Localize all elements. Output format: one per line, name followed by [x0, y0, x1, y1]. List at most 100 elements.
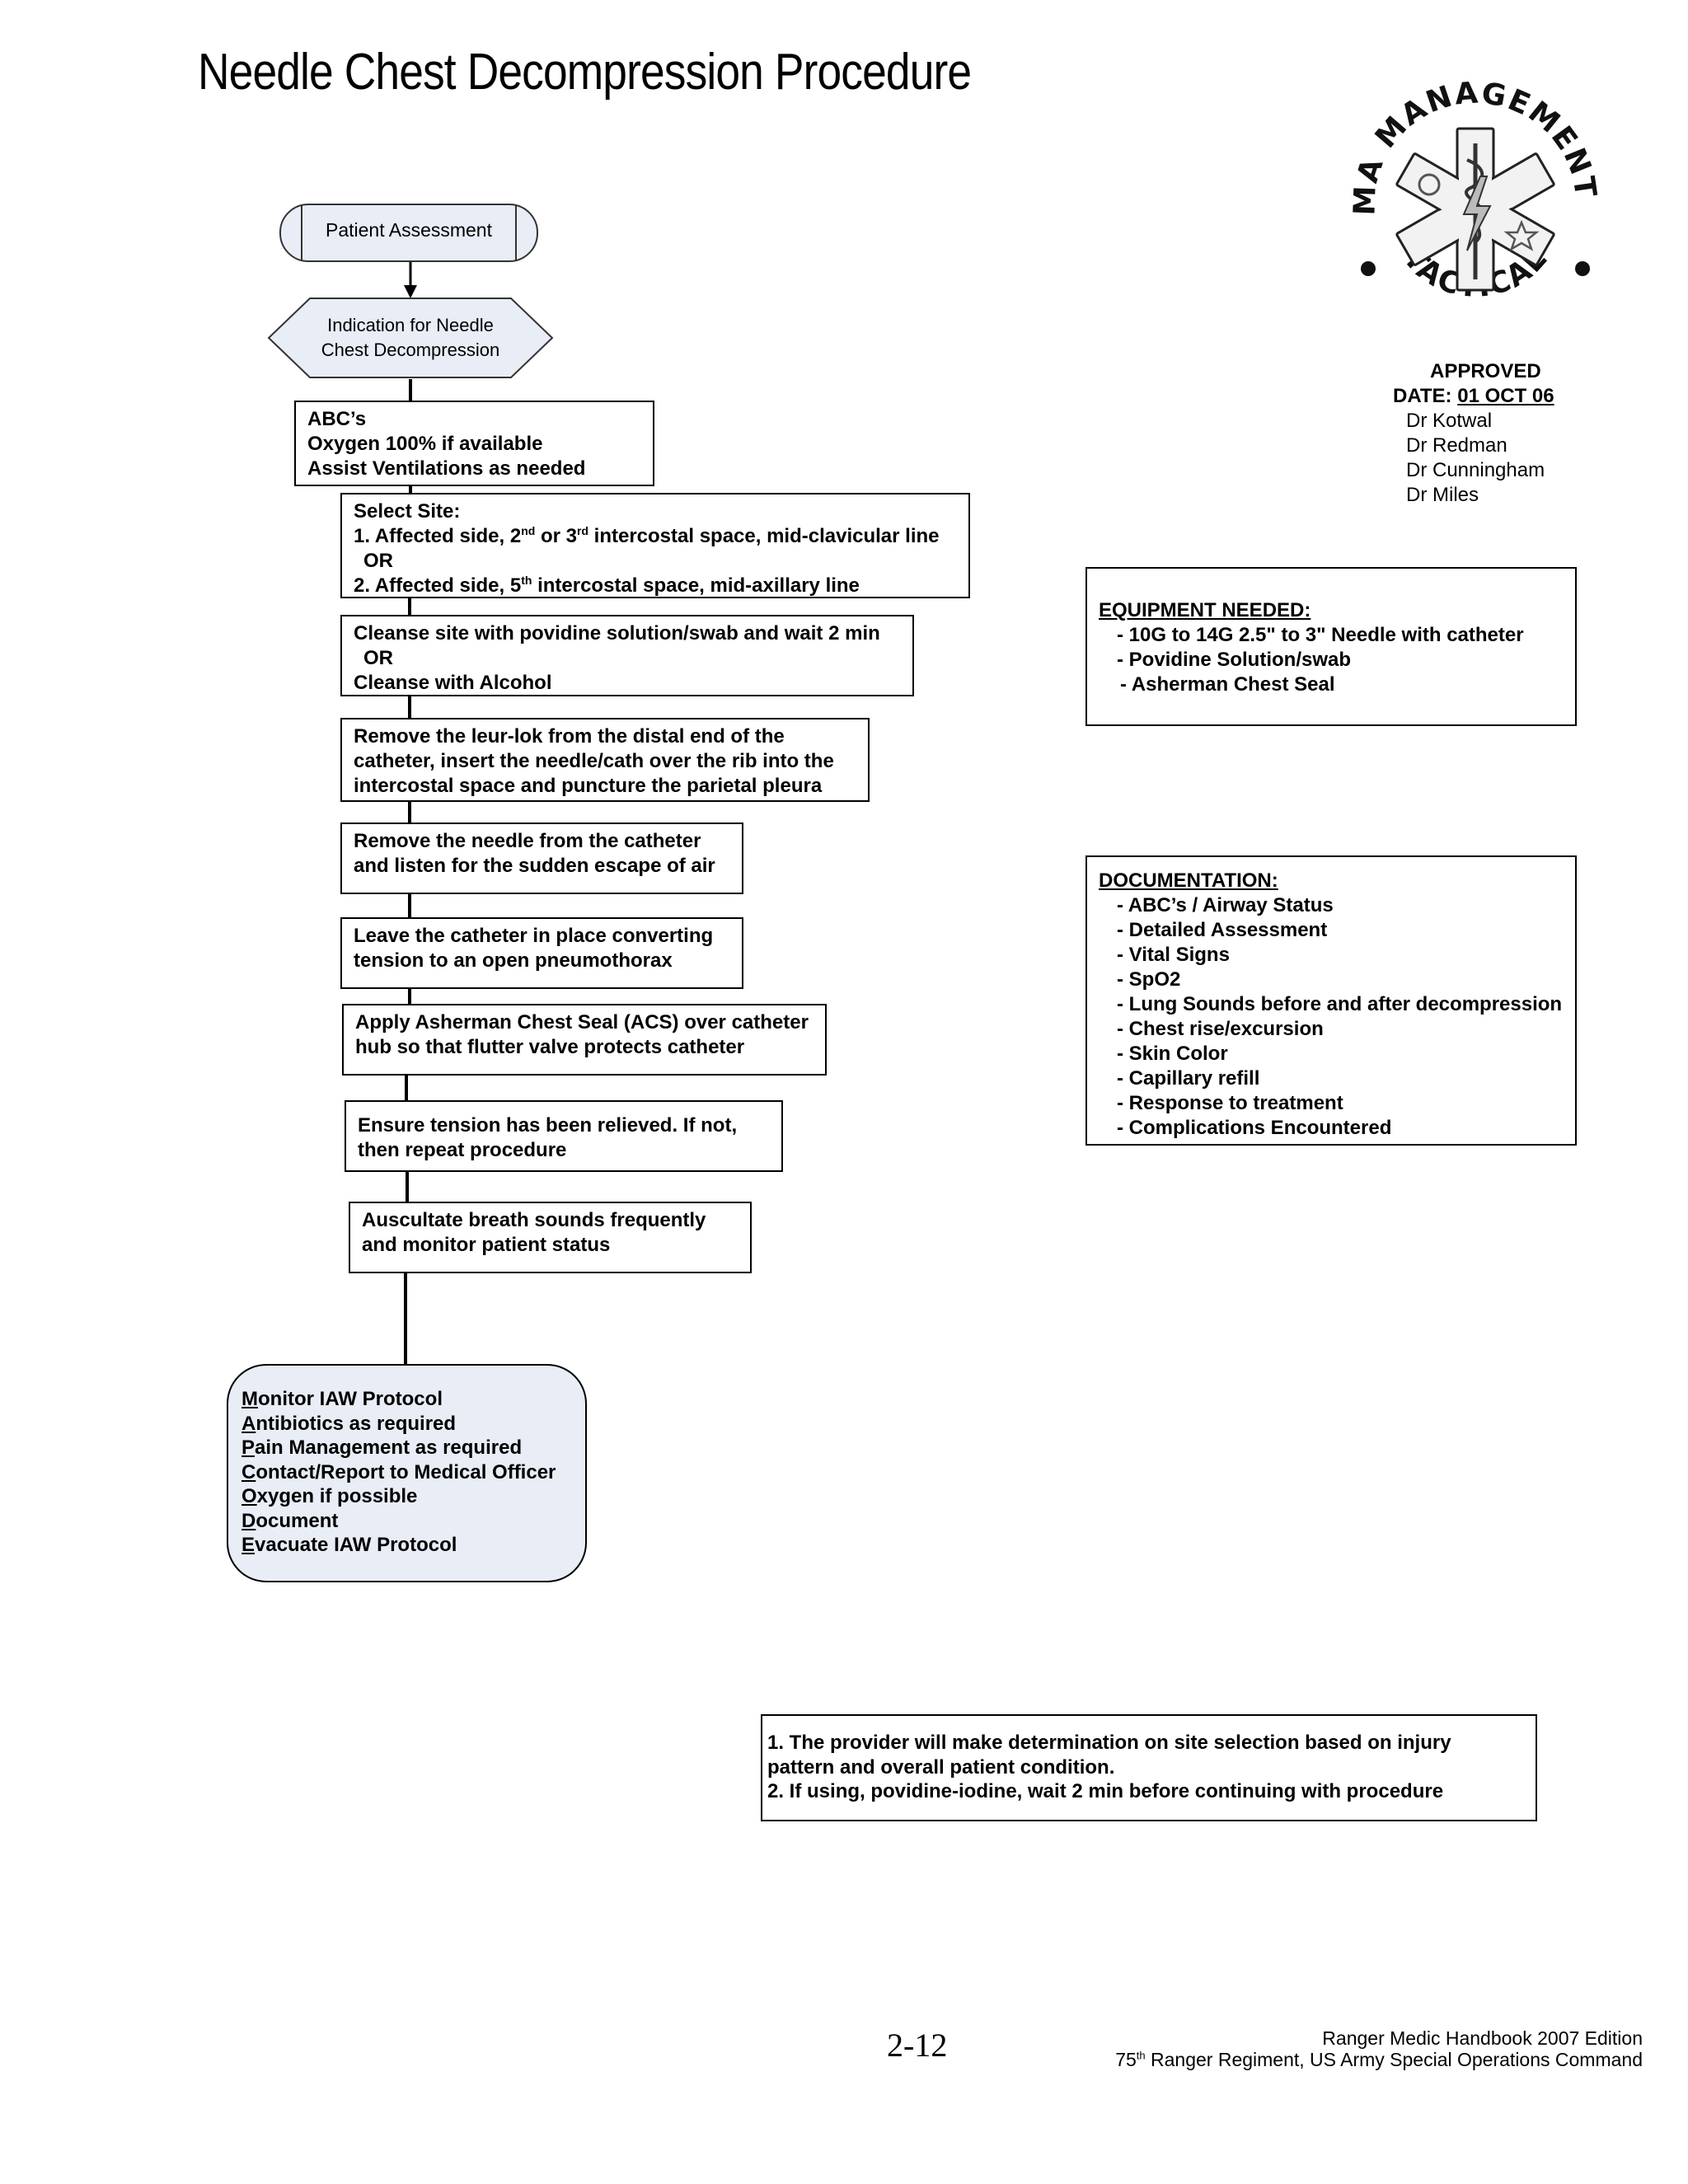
select-site-box: Select Site: 1. Affected side, 2nd or 3r…: [340, 493, 970, 598]
mnemonic-initial: D: [241, 1509, 256, 1532]
box-line: Auscultate breath sounds frequently: [362, 1209, 706, 1231]
mnemonic-rest: ntibiotics as required: [256, 1412, 457, 1435]
mnemonic-initial: C: [241, 1460, 256, 1483]
box-line: and monitor patient status: [362, 1234, 611, 1256]
mnemonic-line: Antibiotics as required: [241, 1412, 572, 1436]
notes-box: 1. The provider will make determination …: [761, 1714, 1537, 1821]
trauma-management-team-logo: TRAUMA MANAGEMENT TEAM TACTICAL: [1343, 59, 1601, 304]
date-label: DATE:: [1393, 385, 1452, 407]
box-line: OR: [363, 550, 393, 572]
superscript: th: [1136, 2049, 1146, 2062]
mnemonic-line: Evacuate IAW Protocol: [241, 1533, 572, 1558]
documentation-panel: DOCUMENTATION: - ABC’s / Airway Status -…: [1085, 855, 1577, 1146]
superscript: th: [521, 574, 532, 587]
start-label: Patient Assessment: [326, 219, 492, 241]
mnemonic-rest: ontact/Report to Medical Officer: [256, 1460, 556, 1483]
start-terminator: [279, 204, 538, 262]
box-line: Assist Ventilations as needed: [307, 457, 586, 480]
approved-label: APPROVED: [1430, 360, 1541, 382]
documentation-item: - Chest rise/excursion: [1117, 1018, 1324, 1040]
documentation-item: - ABC’s / Airway Status: [1117, 894, 1334, 916]
text-part: Ranger Regiment, US Army Special Operati…: [1145, 2049, 1643, 2070]
box-line: Ensure tension has been relieved. If not…: [358, 1114, 738, 1137]
mnemonic-line: Oxygen if possible: [241, 1484, 572, 1509]
logo-dot-right: [1575, 261, 1590, 276]
box-line: Apply Asherman Chest Seal (ACS) over cat…: [355, 1011, 809, 1033]
approval-date: DATE: 01 OCT 06: [1393, 384, 1554, 409]
documentation-item: - Capillary refill: [1117, 1067, 1260, 1090]
decision-hexagon: [267, 298, 554, 378]
equipment-panel: EQUIPMENT NEEDED: - 10G to 14G 2.5" to 3…: [1085, 567, 1577, 726]
decision-line: Chest Decompression: [321, 340, 500, 360]
box-line: Cleanse site with povidine solution/swab…: [354, 622, 880, 644]
auscultate-box: Auscultate breath sounds frequently and …: [349, 1202, 752, 1273]
documentation-item: - Response to treatment: [1117, 1092, 1343, 1114]
box-line: Select Site:: [354, 500, 461, 523]
mnemonic-rest: xygen if possible: [256, 1485, 418, 1507]
box-line: and listen for the sudden escape of air: [354, 855, 715, 877]
documentation-item: - Vital Signs: [1117, 944, 1230, 966]
remove-needle-box: Remove the needle from the catheter and …: [340, 823, 743, 894]
equipment-item: - 10G to 14G 2.5" to 3" Needle with cath…: [1117, 624, 1524, 646]
box-line: tension to an open pneumothorax: [354, 949, 673, 972]
mapcode-mnemonic-box: Monitor IAW Protocol Antibiotics as requ…: [227, 1364, 587, 1582]
box-line: Oxygen 100% if available: [307, 433, 543, 455]
note-line: 2. If using, povidine-iodine, wait 2 min…: [767, 1780, 1444, 1802]
equipment-header: EQUIPMENT NEEDED:: [1099, 599, 1311, 621]
box-line: Remove the needle from the catheter: [354, 830, 701, 852]
box-line: ABC’s: [307, 408, 367, 430]
documentation-item: - SpO2: [1117, 968, 1181, 991]
note-line: 1. The provider will make determination …: [767, 1732, 1451, 1754]
mnemonic-rest: onitor IAW Protocol: [258, 1388, 443, 1410]
mnemonic-line: Document: [241, 1509, 572, 1534]
leur-lok-box: Remove the leur-lok from the distal end …: [340, 718, 870, 802]
box-line: Cleanse with Alcohol: [354, 672, 552, 694]
leave-catheter-box: Leave the catheter in place converting t…: [340, 917, 743, 989]
doctor-name: Dr Redman: [1406, 434, 1507, 457]
box-line: hub so that flutter valve protects cathe…: [355, 1036, 745, 1058]
documentation-item: - Lung Sounds before and after decompres…: [1117, 993, 1563, 1015]
superscript: rd: [576, 524, 588, 537]
star-of-life-icon: [1395, 127, 1555, 292]
page-number: 2-12: [887, 2027, 948, 2064]
logo-dot-left: [1361, 261, 1376, 276]
mnemonic-initial: M: [241, 1388, 258, 1410]
cleanse-box: Cleanse site with povidine solution/swab…: [340, 615, 914, 696]
equipment-item: - Povidine Solution/swab: [1117, 649, 1352, 671]
documentation-item: - Skin Color: [1117, 1043, 1228, 1065]
doctor-name: Dr Kotwal: [1406, 410, 1493, 432]
doctor-name: Dr Miles: [1406, 484, 1479, 506]
page-title: Needle Chest Decompression Procedure: [198, 44, 972, 101]
mnemonic-rest: ocument: [256, 1509, 339, 1532]
decision-label: Indication for Needle Chest Decompressio…: [280, 313, 541, 363]
text-part: 1. Affected side, 2: [354, 525, 522, 547]
documentation-item: - Detailed Assessment: [1117, 919, 1328, 941]
mnemonic-initial: O: [241, 1485, 257, 1507]
mnemonic-line: Contact/Report to Medical Officer: [241, 1460, 572, 1485]
box-line: then repeat procedure: [358, 1139, 567, 1161]
text-part: intercostal space, mid-axillary line: [532, 574, 860, 597]
box-line: Leave the catheter in place converting: [354, 925, 714, 947]
box-line: Remove the leur-lok from the distal end …: [354, 725, 785, 748]
superscript: nd: [521, 524, 536, 537]
footer-line: 75th Ranger Regiment, US Army Special Op…: [1115, 2049, 1643, 2070]
text-part: intercostal space, mid-clavicular line: [588, 525, 940, 547]
mnemonic-initial: P: [241, 1436, 256, 1459]
footer-citation: Ranger Medic Handbook 2007 Edition 75th …: [1115, 2027, 1643, 2070]
abc-box: ABC’s Oxygen 100% if available Assist Ve…: [294, 401, 654, 486]
box-line: OR: [363, 647, 393, 669]
mnemonic-initial: E: [241, 1534, 256, 1556]
mnemonic-line: Pain Management as required: [241, 1436, 572, 1460]
box-line: catheter, insert the needle/cath over th…: [354, 750, 834, 772]
date-value: 01 OCT 06: [1457, 385, 1554, 407]
equipment-item: - Asherman Chest Seal: [1120, 673, 1335, 696]
note-line: pattern and overall patient condition.: [767, 1755, 1115, 1779]
box-line: intercostal space and puncture the parie…: [354, 775, 823, 797]
box-line: 2. Affected side, 5th intercostal space,…: [354, 574, 957, 598]
arrow-down-icon: [404, 285, 417, 298]
doctor-name: Dr Cunningham: [1406, 459, 1545, 481]
mnemonic-rest: vacuate IAW Protocol: [255, 1534, 457, 1556]
ensure-tension-box: Ensure tension has been relieved. If not…: [345, 1100, 783, 1172]
mnemonic-initial: A: [241, 1412, 256, 1435]
